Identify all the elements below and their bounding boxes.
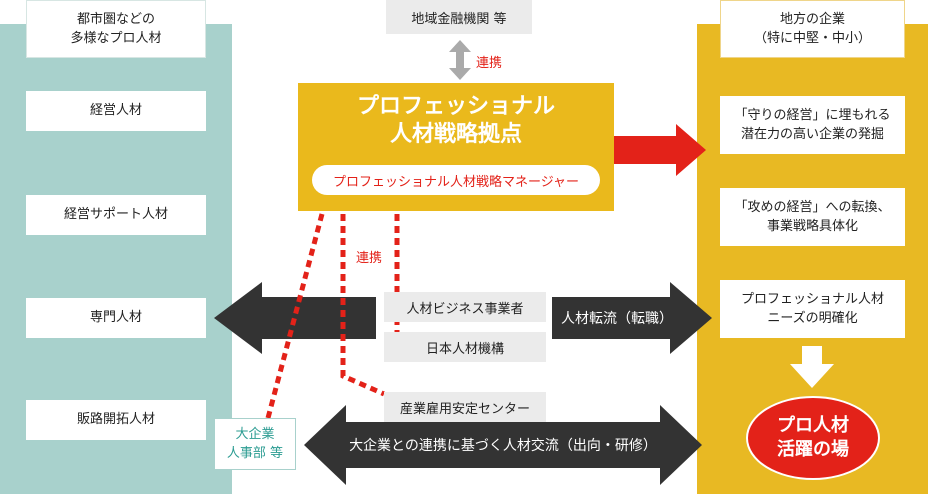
- link-label-middle: 連携: [356, 251, 383, 266]
- hr-business-box: 人材ビジネス事業者: [384, 292, 546, 322]
- goal-circle: プロ人材 活躍の場: [746, 396, 880, 480]
- large-corp-hr-box: 大企業 人事部 等: [214, 418, 296, 470]
- right-item-strategy-line1: 「攻めの経営」への転換、: [734, 199, 891, 215]
- finance-box: 地域金融機関 等: [386, 0, 532, 34]
- right-item-discovery-line1: 「守りの経営」に埋もれる: [734, 107, 891, 123]
- right-item-needs-line2: ニーズの明確化: [767, 311, 858, 326]
- link-label-top: 連携: [476, 56, 503, 71]
- right-item-needs-line1: プロフェッショナル人材: [740, 291, 884, 307]
- left-panel-title: 都市圏などの 多様なプロ人材: [26, 0, 206, 58]
- transfer-left-arrow: [214, 282, 376, 354]
- transfer-right-arrow: [552, 282, 712, 354]
- employment-center-box: 産業雇用安定センター: [384, 392, 546, 422]
- large-corp-line2: 人事部 等: [226, 446, 284, 461]
- needs-to-goal-arrow: [790, 346, 834, 388]
- right-item-discovery: 「守りの経営」に埋もれる 潜在力の高い企業の発掘: [720, 96, 905, 154]
- hub-to-companies-arrow: [614, 124, 706, 176]
- right-item-strategy-line2: 事業戦略具体化: [766, 219, 858, 234]
- left-item-sales-channel: 販路開拓人材: [26, 400, 206, 440]
- right-item-strategy: 「攻めの経営」への転換、 事業戦略具体化: [720, 188, 905, 246]
- left-panel-title-line1: 都市圏などの: [76, 11, 155, 27]
- finance-link-arrow: [449, 40, 471, 80]
- japan-hr-box: 日本人材機構: [384, 332, 546, 362]
- transfer-label: 人材転流（転職）: [561, 311, 673, 327]
- exchange-double-arrow: [304, 405, 702, 485]
- left-item-specialist: 専門人材: [26, 298, 206, 338]
- right-panel-title-line1: 地方の企業: [779, 11, 845, 27]
- dotted-link-employment-center: [340, 214, 386, 397]
- hub-title-line1: プロフェッショナル: [356, 94, 555, 119]
- right-panel-title-line2: （特に中堅・中小）: [753, 31, 871, 46]
- exchange-label: 大企業との連携に基づく人材交流（出向・研修）: [349, 438, 657, 454]
- manager-pill: プロフェッショナル人材戦略マネージャー: [312, 165, 600, 195]
- goal-line2: 活躍の場: [777, 439, 849, 460]
- right-item-needs: プロフェッショナル人材 ニーズの明確化: [720, 280, 905, 338]
- right-item-discovery-line2: 潜在力の高い企業の発掘: [740, 127, 884, 142]
- goal-line1: プロ人材: [777, 414, 849, 436]
- left-item-management-support: 経営サポート人材: [26, 195, 206, 235]
- hub-title-line2: 人材戦略拠点: [389, 122, 522, 147]
- left-item-management: 経営人材: [26, 91, 206, 131]
- left-panel-title-line2: 多様なプロ人材: [70, 31, 162, 46]
- large-corp-line1: 大企業: [235, 426, 275, 442]
- right-panel-title: 地方の企業 （特に中堅・中小）: [720, 0, 905, 58]
